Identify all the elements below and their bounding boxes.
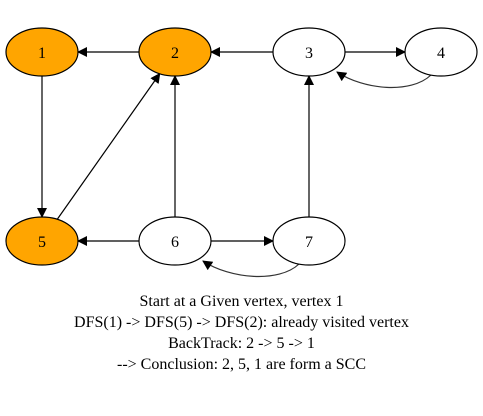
node-7: 7 <box>272 216 346 266</box>
node-5-ellipse <box>5 216 79 266</box>
node-4: 4 <box>404 27 478 77</box>
edge-4-to-3 <box>336 71 432 89</box>
node-6-label: 6 <box>171 234 179 251</box>
nodes: 1 2 3 4 5 6 7 <box>5 27 478 266</box>
node-7-ellipse <box>272 216 346 266</box>
node-3: 3 <box>272 27 346 77</box>
node-1: 1 <box>5 27 79 77</box>
node-1-label: 1 <box>38 45 46 62</box>
node-5: 5 <box>5 216 79 266</box>
node-2: 2 <box>138 27 212 77</box>
caption-line-3: BackTrack: 2 -> 5 -> 1 <box>168 335 315 352</box>
node-6: 6 <box>138 216 212 266</box>
caption-line-1: Start at a Given vertex, vertex 1 <box>139 293 344 310</box>
edge-7-to-6 <box>202 260 300 278</box>
edges <box>37 47 432 278</box>
node-2-ellipse <box>138 27 212 77</box>
node-4-ellipse <box>404 27 478 77</box>
node-3-ellipse <box>272 27 346 77</box>
node-4-label: 4 <box>437 45 445 62</box>
node-1-ellipse <box>5 27 79 77</box>
edge-5-to-2 <box>56 72 161 220</box>
caption-line-2: DFS(1) -> DFS(5) -> DFS(2): already visi… <box>74 314 409 331</box>
node-3-label: 3 <box>305 45 313 62</box>
node-7-label: 7 <box>305 234 313 251</box>
node-5-label: 5 <box>38 234 46 251</box>
caption-line-4: --> Conclusion: 2, 5, 1 are form a SCC <box>117 356 366 373</box>
node-2-label: 2 <box>171 45 179 62</box>
node-6-ellipse <box>138 216 212 266</box>
